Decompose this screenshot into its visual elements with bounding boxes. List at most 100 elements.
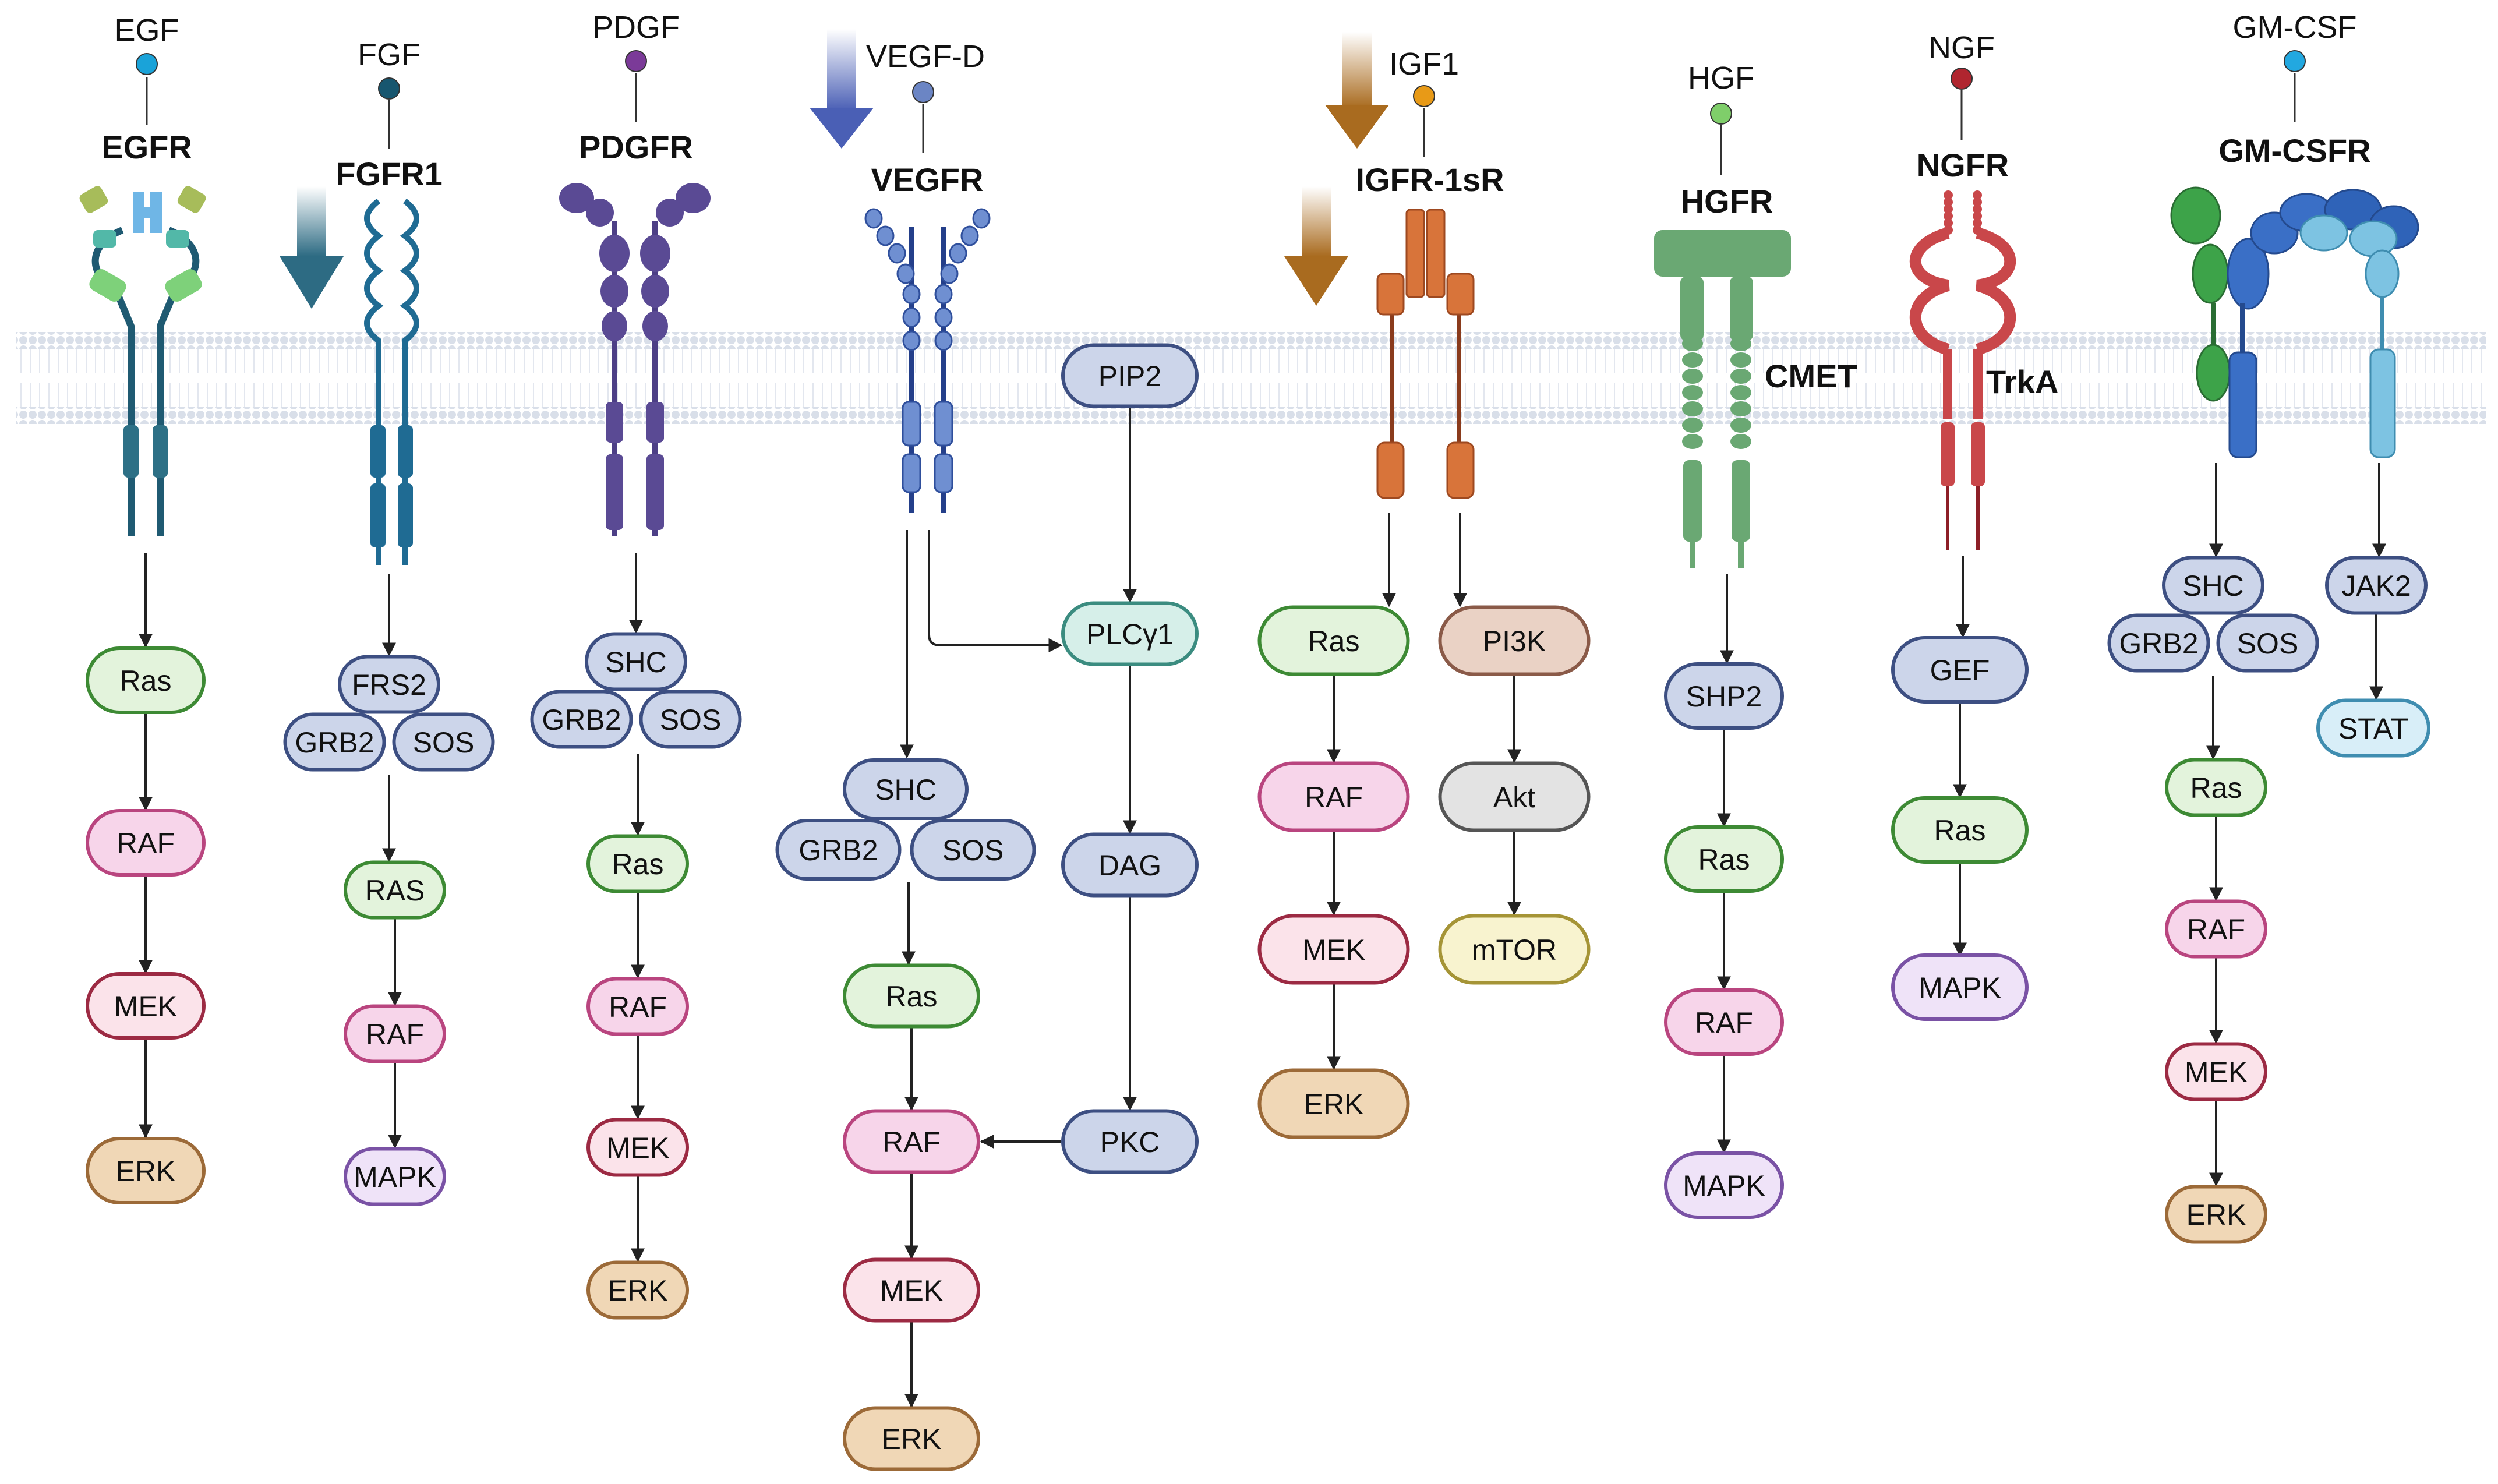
ngf-node-mapk-label: MAPK: [1918, 971, 2001, 1004]
vegf-ligand-molecule-icon: [912, 81, 934, 103]
igf-ligand-molecule-icon: [1413, 85, 1435, 107]
receptor-shapes: [79, 183, 2419, 568]
pdgf-ligand-label: PDGF: [592, 10, 680, 45]
vegf-branch-pip2-label: PIP2: [1098, 360, 1161, 393]
hgf-ligand-label: HGF: [1688, 61, 1754, 96]
fgf-adaptor-grb2-label: GRB2: [295, 726, 374, 759]
gmcsf-adaptor-sos-label: SOS: [2237, 627, 2299, 660]
ngf-node-mapk: MAPK: [1891, 953, 2029, 1021]
gmcsf-receptor-label: GM-CSFR: [2218, 132, 2370, 169]
pdgf-ligand: PDGF: [592, 10, 680, 122]
fgf-node-ras-label: RAS: [365, 874, 425, 907]
hgf-receptor-label: HGFR: [1681, 183, 1773, 220]
igf-node-mek-label: MEK: [1302, 934, 1365, 966]
igf-branch-akt-label: Akt: [1493, 781, 1535, 814]
gmcsf-branch-stat-label: STAT: [2338, 712, 2408, 745]
vegf-adaptor-sos: SOS: [910, 819, 1036, 881]
ngf-node-ras: Ras: [1891, 796, 2029, 864]
pdgf-receptor-label: PDGFR: [579, 129, 693, 165]
vegf-node-raf: RAF: [843, 1109, 980, 1174]
egf-node-erk: ERK: [86, 1137, 206, 1204]
cell-membrane: [16, 332, 2486, 424]
vegf-branch-pip2: PIP2: [1061, 343, 1199, 408]
ngf-node-gef: GEF: [1891, 636, 2029, 704]
vegfr-receptor-icon: [864, 208, 991, 513]
vegf-branch-dag-label: DAG: [1098, 849, 1161, 882]
egf-node-ras-label: Ras: [120, 665, 172, 697]
vegf-node-ras: Ras: [843, 963, 980, 1029]
ngf-ligand: NGF: [1928, 30, 1995, 140]
gmcsf-node-erk-label: ERK: [2186, 1199, 2246, 1231]
fgf-adaptor-frs2: FRS2: [338, 655, 440, 714]
fgf-node-raf: RAF: [344, 1004, 446, 1063]
hgf-node-raf: RAF: [1664, 988, 1784, 1056]
fgfr1-receptor-icon: [364, 199, 419, 565]
gmcsf-node-mek: MEK: [2165, 1042, 2267, 1101]
igf-ligand-label: IGF1: [1389, 47, 1459, 82]
pdgf-node-ras-label: Ras: [612, 848, 664, 881]
pdgf-adaptor-grb2: GRB2: [530, 690, 633, 749]
vegf-node-erk: ERK: [843, 1406, 980, 1471]
ngf-ligand-molecule-icon: [1951, 68, 1973, 90]
gmcsf-branch-stat: STAT: [2316, 698, 2430, 758]
igf-stimulus-arrow-2-icon: [1284, 186, 1348, 306]
igf-stimulus-arrow-1-icon: [1325, 32, 1389, 149]
vegf-branch-plcg1: PLCγ1: [1061, 601, 1199, 666]
gmcsf-branch-jak2-label: JAK2: [2341, 570, 2411, 602]
ngf-receptor-label: NGFR: [1917, 147, 2009, 183]
vegf-node-erk-label: ERK: [882, 1423, 942, 1455]
fgf-node-ras: RAS: [344, 860, 446, 920]
egf-receptor-label: EGFR: [101, 129, 192, 165]
pdgf-node-erk-label: ERK: [608, 1274, 668, 1307]
fgf-receptor-label: FGFR1: [335, 156, 443, 192]
hgf-node-shp2: SHP2: [1664, 662, 1784, 730]
fgf-ligand-label: FGF: [358, 37, 421, 72]
gmcsf-ligand-label: GM-CSF: [2233, 10, 2357, 45]
fgf-node-mapk: MAPK: [344, 1147, 446, 1206]
pdgf-ligand-molecule-icon: [625, 50, 647, 72]
vegf-adaptor-grb2: GRB2: [775, 819, 902, 881]
gmcsf-node-erk: ERK: [2165, 1185, 2267, 1244]
hgf-node-shp2-label: SHP2: [1686, 680, 1762, 713]
ngfr-receptor-icon: [1909, 190, 2016, 550]
gmcsf-node-raf-label: RAF: [2187, 913, 2245, 946]
igf-node-raf-label: RAF: [1305, 781, 1363, 814]
gmcsf-adaptor-grb2: GRB2: [2107, 613, 2210, 673]
hgfr-receptor-icon: [1654, 230, 1791, 568]
fgf-ligand-molecule-icon: [378, 77, 400, 100]
egf-node-mek: MEK: [86, 972, 206, 1040]
ngf-subunit-label: TrkA: [1986, 363, 2059, 400]
igf-node-ras: Ras: [1257, 605, 1410, 676]
hgf-node-mapk-label: MAPK: [1683, 1169, 1765, 1202]
gmcsf-node-ras: Ras: [2165, 758, 2267, 817]
igf-node-ras-label: Ras: [1308, 625, 1360, 658]
gmcsf-ligand-molecule-icon: [2284, 50, 2306, 72]
gmcsf-adaptor-shc: SHC: [2162, 556, 2264, 615]
pdgf-node-raf-label: RAF: [609, 991, 667, 1023]
vegf-branch-pkc-label: PKC: [1100, 1126, 1160, 1158]
igfr-receptor-icon: [1376, 209, 1475, 499]
fgf-node-mapk-label: MAPK: [354, 1161, 436, 1193]
ngf-ligand-label: NGF: [1928, 30, 1995, 65]
fgf-adaptor-grb2: GRB2: [283, 712, 386, 772]
igf-branch-mtor: mTOR: [1438, 914, 1591, 985]
vegf-ligand-label: VEGF-D: [866, 39, 985, 74]
gmcsf-branch-jak2: JAK2: [2325, 556, 2428, 615]
gmcsf-adaptor-grb2-label: GRB2: [2119, 627, 2198, 660]
igf-branch-mtor-label: mTOR: [1472, 934, 1557, 966]
gmcsf-node-mek-label: MEK: [2185, 1056, 2248, 1089]
pdgf-adaptor-grb2-label: GRB2: [542, 704, 621, 736]
igf-receptor-label: IGFR-1sR: [1355, 161, 1504, 198]
vegf-branch-plcg1-label: PLCγ1: [1086, 618, 1174, 651]
igf-node-raf: RAF: [1257, 761, 1410, 832]
vegf-ligand: VEGF-D: [866, 39, 985, 153]
ngf-node-gef-label: GEF: [1930, 654, 1990, 687]
fgf-adaptor-sos: SOS: [392, 712, 495, 772]
stimulus-arrows: [280, 29, 1389, 309]
vegf-stimulus-arrow-icon: [810, 29, 874, 149]
hgf-node-ras: Ras: [1664, 825, 1784, 893]
egf-node-ras: Ras: [86, 646, 206, 714]
hgf-node-raf-label: RAF: [1695, 1006, 1753, 1039]
vegf-branch-pkc: PKC: [1061, 1109, 1199, 1174]
